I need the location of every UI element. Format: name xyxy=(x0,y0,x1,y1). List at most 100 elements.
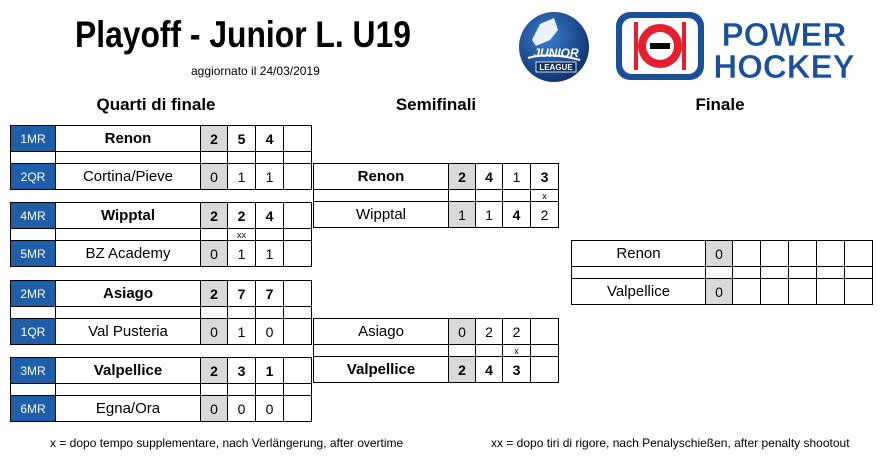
series-wins: 0 xyxy=(705,240,733,267)
spacer-cell xyxy=(788,266,817,279)
game-score: 4 xyxy=(502,201,531,228)
hockey-logo-text: HOCKEY xyxy=(713,48,854,83)
game-score: 0 xyxy=(255,395,284,422)
series-wins: 1 xyxy=(448,201,476,228)
game-score: 4 xyxy=(255,202,284,229)
game-score: 3 xyxy=(502,356,531,383)
seed-badge: 1QR xyxy=(10,318,56,345)
shootout-footnote: xx = dopo tiri di rigore, nach Penalysch… xyxy=(491,436,850,450)
spacer-cell xyxy=(10,306,56,319)
notes-row: xx xyxy=(10,228,312,241)
game-note xyxy=(227,151,256,164)
team-name: Valpellice xyxy=(313,356,449,383)
game-score: 4 xyxy=(255,125,284,152)
league-logo-text: LEAGUE xyxy=(539,63,573,72)
spacer-cell xyxy=(55,228,201,241)
power-hockey-logo: POWER HOCKEY xyxy=(616,12,855,83)
team-name: Wipptal xyxy=(313,201,449,228)
spacer-cell xyxy=(55,383,201,396)
game-score xyxy=(530,356,559,383)
game-score xyxy=(788,278,817,305)
game-score: 2 xyxy=(475,318,503,345)
seed-badge: 1MR xyxy=(10,125,56,152)
team-name: Val Pusteria xyxy=(55,318,201,345)
last-updated: aggiornato il 24/03/2019 xyxy=(191,64,320,78)
game-score xyxy=(844,240,873,267)
team-name: BZ Academy xyxy=(55,240,201,267)
team-name: Valpellice xyxy=(55,357,201,384)
seed-badge: 6MR xyxy=(10,395,56,422)
series-wins: 2 xyxy=(200,125,228,152)
page-title: Playoff - Junior L. U19 xyxy=(75,14,411,55)
spacer-cell xyxy=(760,266,789,279)
game-score: 2 xyxy=(502,318,531,345)
game-score: 4 xyxy=(475,356,503,383)
game-note xyxy=(227,383,256,396)
game-score xyxy=(530,318,559,345)
series-wins: 0 xyxy=(705,278,733,305)
game-score: 1 xyxy=(255,240,284,267)
series-wins: 0 xyxy=(448,318,476,345)
notes-row xyxy=(571,266,873,279)
game-score: 2 xyxy=(227,202,256,229)
game-note: xx xyxy=(227,228,256,241)
game-note xyxy=(283,151,312,164)
final-heading: Finale xyxy=(695,95,745,114)
game-score xyxy=(283,357,312,384)
team-name: Cortina/Pieve xyxy=(55,163,201,190)
game-score: 1 xyxy=(475,201,503,228)
game-score xyxy=(844,278,873,305)
spacer-cell xyxy=(55,306,201,319)
team-name: Asiago xyxy=(55,280,201,307)
series-wins: 2 xyxy=(200,280,228,307)
game-score: 7 xyxy=(227,280,256,307)
team-name: Renon xyxy=(313,163,449,190)
spacer-cell xyxy=(10,151,56,164)
game-score xyxy=(732,278,761,305)
game-note xyxy=(475,189,503,202)
game-score xyxy=(283,318,312,345)
game-score xyxy=(283,202,312,229)
spacer-cell xyxy=(55,151,201,164)
game-note xyxy=(255,151,284,164)
team-name: Asiago xyxy=(313,318,449,345)
junior-league-logo: JUNIOR LEAGUE xyxy=(519,12,589,82)
game-note: x xyxy=(530,189,559,202)
game-note xyxy=(255,383,284,396)
spacer-cell xyxy=(571,266,706,279)
spacer-cell xyxy=(313,189,449,202)
seed-badge: 4MR xyxy=(10,202,56,229)
game-note xyxy=(255,228,284,241)
team-name: Renon xyxy=(55,125,201,152)
seed-badge: 3MR xyxy=(10,357,56,384)
spacer-cell xyxy=(10,383,56,396)
team-name: Egna/Ora xyxy=(55,395,201,422)
seed-badge: 2MR xyxy=(10,280,56,307)
notes-row xyxy=(10,383,312,396)
spacer-cell xyxy=(448,344,476,357)
game-note xyxy=(530,344,559,357)
series-wins: 2 xyxy=(200,202,228,229)
spacer-cell xyxy=(705,266,733,279)
game-score xyxy=(816,240,845,267)
game-score: 3 xyxy=(227,357,256,384)
notes-row xyxy=(10,151,312,164)
spacer-cell xyxy=(10,228,56,241)
game-score xyxy=(788,240,817,267)
spacer-cell xyxy=(200,151,228,164)
seed-badge: 5MR xyxy=(10,240,56,267)
